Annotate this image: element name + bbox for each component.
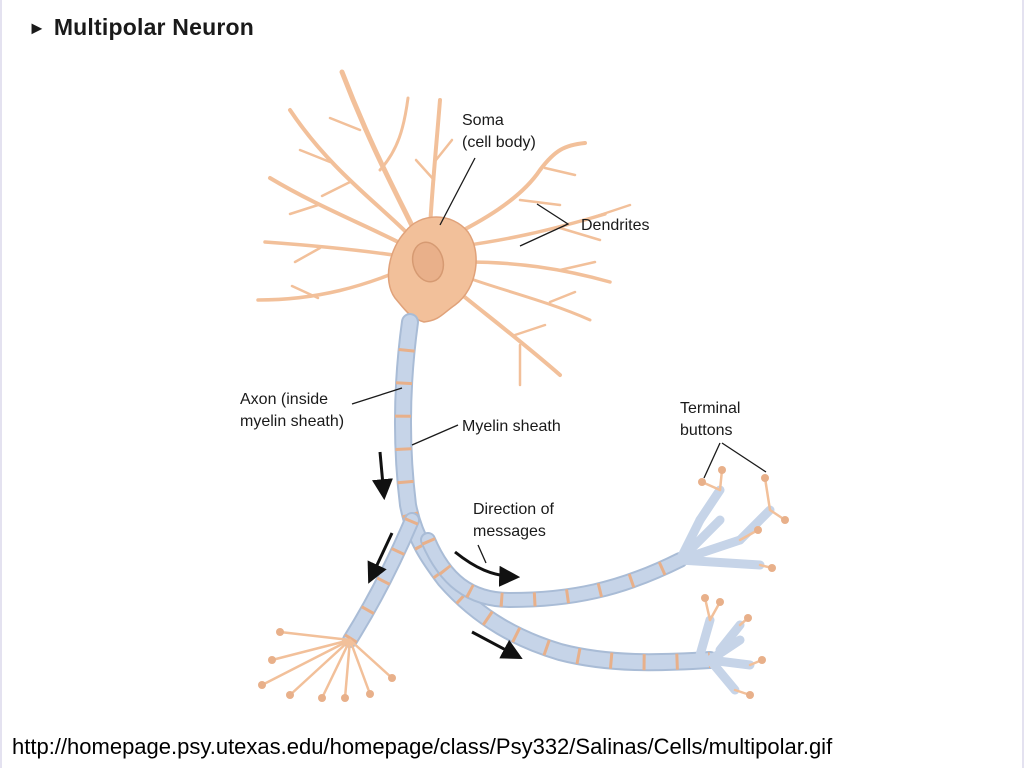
label-myelin-sheath: Myelin sheath [462,418,561,435]
label-direction: Direction of [473,501,554,518]
label-dendrites: Dendrites [581,217,649,234]
slide-edge-left [0,0,2,768]
title-text: Multipolar Neuron [53,14,254,40]
triangle-right-icon: ► [28,17,46,38]
slide-title: ► Multipolar Neuron [28,14,254,41]
leader-lines [351,157,767,564]
label-axon: Axon (inside [240,391,328,408]
terminals [258,466,789,702]
label-axon-subtitle: myelin sheath) [240,413,344,430]
axon-branch-left [342,512,420,648]
direction-arrows [367,451,523,659]
dendrites [256,69,632,387]
labels: Soma (cell body) Dendrites Axon (inside … [240,112,740,540]
label-terminal: Terminal [680,400,740,417]
soma [387,216,477,323]
label-terminal-subtitle: buttons [680,422,732,439]
axon-branch-upper [420,532,688,609]
source-url: http://homepage.psy.utexas.edu/homepage/… [12,734,833,759]
neuron-diagram: Soma (cell body) Dendrites Axon (inside … [240,69,789,702]
label-soma: Soma [462,112,504,129]
label-direction-subtitle: messages [473,523,546,540]
label-soma-subtitle: (cell body) [462,134,536,151]
slide-edge-right [1022,0,1024,768]
